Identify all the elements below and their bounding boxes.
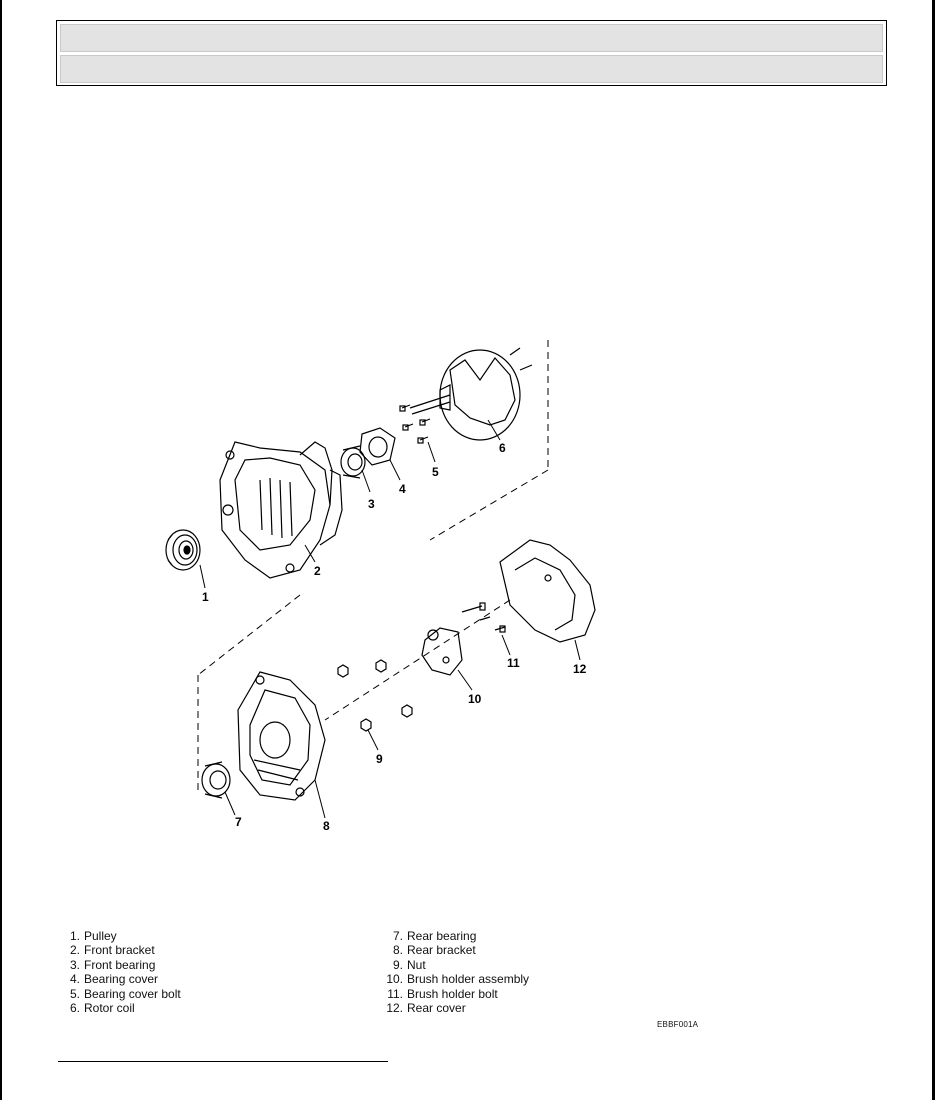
front-bearing-part [340,445,366,479]
leader-6 [487,419,501,441]
leader-12 [574,639,581,661]
legend-item: 2. Front bracket [64,943,181,957]
callout-2: 2 [314,564,321,578]
legend-number: 8. [392,943,403,958]
header-box [56,20,887,86]
callout-3: 3 [368,497,375,511]
legend-item: 8. Rear bracket [383,943,529,957]
legend-right: 7. Rear bearing 8. Rear bracket 9. Nut 10. B… [383,929,529,1015]
legend-label: Front bearing [84,957,156,972]
leader-10 [457,669,473,691]
legend-item: 6. Rotor coil [64,1001,181,1015]
legend-number: 7. [392,929,403,943]
brush-holder-assembly-part [421,627,463,676]
legend-item: 10. Brush holder assembly [383,972,529,986]
bearing-cover-bolts-part [399,404,431,444]
callout-7: 7 [235,815,242,829]
callout-9: 9 [376,752,383,766]
leader-11 [501,634,511,656]
legend-number: 11. [387,986,403,1001]
diagram-svg: 1 2 3 4 5 6 7 8 9 10 11 12 [165,340,596,833]
front-bracket-part [219,441,343,579]
legend-number: 2. [69,943,80,958]
header-subtitle-bar [60,55,883,83]
legend-item: 7. Rear bearing [383,929,529,943]
rear-bracket-part [237,671,326,801]
legend-number: 10. [386,972,403,987]
legend-label: Bearing cover [84,972,159,987]
leader-9 [367,729,379,751]
callout-12: 12 [573,662,587,676]
rear-cover-part [499,539,596,643]
legend-label: Brush holder assembly [407,972,530,987]
legend-label: Brush holder bolt [407,986,498,1001]
legend-number: 3. [69,957,80,972]
brush-holder-bolts-part [461,602,506,633]
legend-label: Rear bracket [407,943,476,958]
figure-code: EBBF001A [657,1020,699,1029]
legend-number: 1. [69,929,80,943]
legend-label: Rear cover [407,1001,466,1016]
legend-label: Rotor coil [84,1001,135,1016]
legend-number: 4. [69,972,80,987]
leader-8 [314,779,326,819]
pulley-part [165,529,201,571]
rear-bearing-part [201,761,231,799]
leader-2 [304,544,316,563]
leader-5 [427,441,436,463]
legend-number: 9. [392,957,403,972]
legend-item: 11. Brush holder bolt [383,987,529,1001]
legend-item: 5. Bearing cover bolt [64,987,181,1001]
leader-3 [361,469,371,493]
header-title-bar [60,24,883,52]
dashed-axis-middle [197,594,301,676]
legend-item: 3. Front bearing [64,958,181,972]
legend-number: 5. [69,986,80,1001]
legend-item: 1. Pulley [64,929,181,943]
dashed-axis-lower [324,599,511,721]
callout-6: 6 [499,441,506,455]
callout-4: 4 [399,482,406,496]
nuts-part [337,659,413,732]
alternator-exploded-diagram: 1 2 3 4 5 6 7 8 9 10 11 12 [150,330,610,840]
legend-number: 6. [69,1001,80,1016]
callout-11: 11 [507,656,520,670]
callout-8: 8 [323,819,330,833]
legend-left: 1. Pulley 2. Front bracket 3. Front bearing… [64,929,181,1015]
callout-10: 10 [468,692,482,706]
legend-number: 12. [386,1001,403,1016]
rotor-coil-part [409,347,533,441]
callout-1: 1 [202,590,209,604]
legend-label: Bearing cover bolt [84,986,181,1001]
callout-5: 5 [432,465,439,479]
legend-item: 4. Bearing cover [64,972,181,986]
legend-label: Front bracket [84,943,155,958]
legend-label: Rear bearing [407,929,477,943]
legend-item: 9. Nut [383,958,529,972]
leader-1 [199,564,206,589]
legend-label: Pulley [84,929,117,943]
leader-7 [224,791,236,816]
leader-4 [389,459,401,481]
footer-rule [58,1061,388,1062]
legend-label: Nut [407,957,426,972]
legend-item: 12. Rear cover [383,1001,529,1015]
dashed-axis-upper [429,469,549,541]
